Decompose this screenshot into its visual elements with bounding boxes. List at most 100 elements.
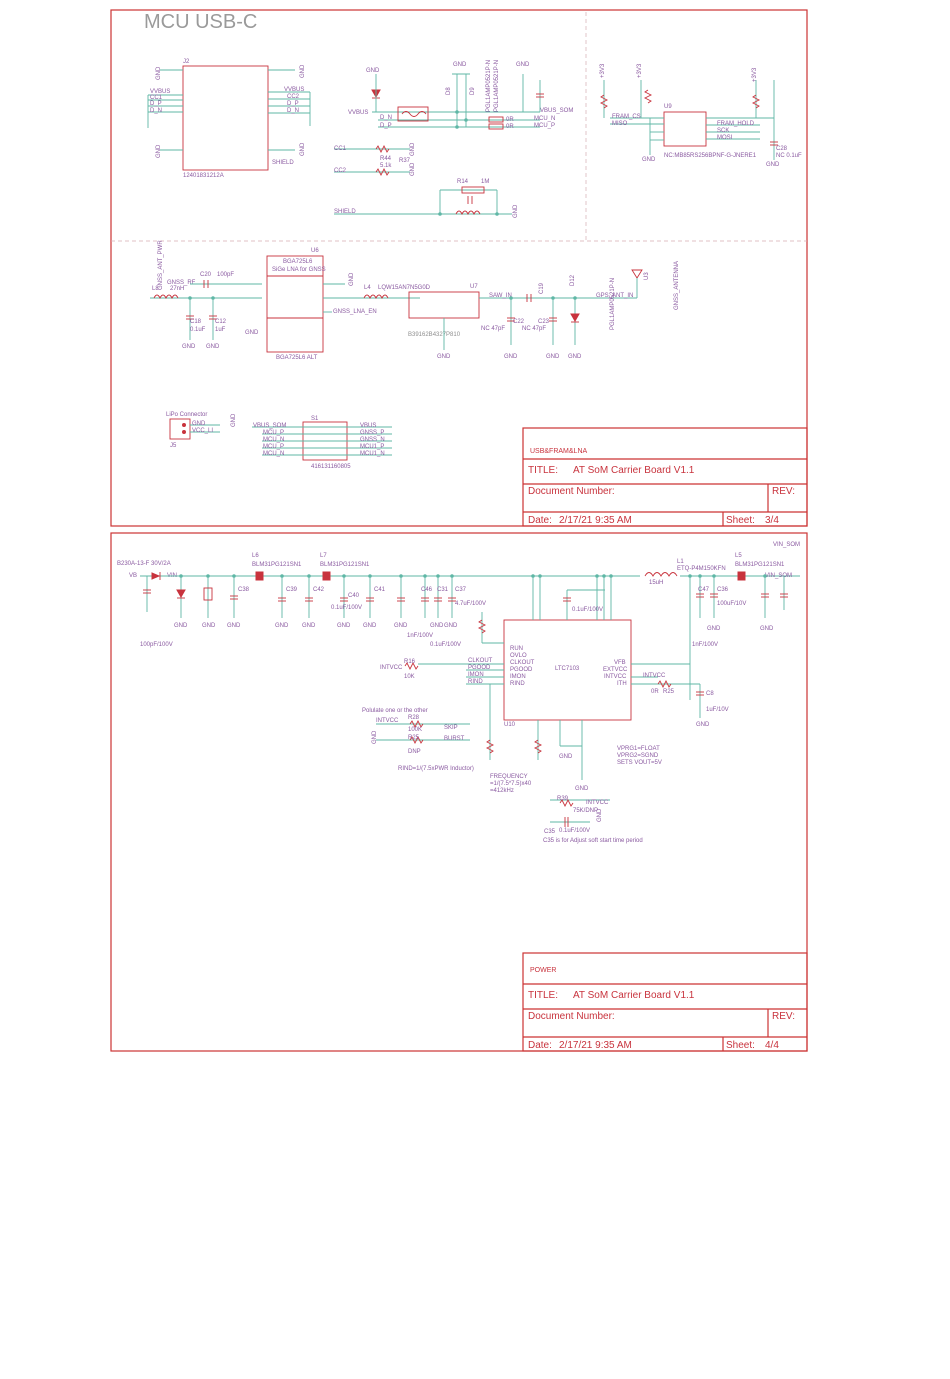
r25-val: DNP <box>408 749 421 755</box>
sheet-power: B230A-13-F 30V/2A VB VIN C38 100pF/100V … <box>110 532 808 1052</box>
net-rind: RIND <box>468 679 483 685</box>
s1-part: 416131160805 <box>311 464 351 470</box>
note-vprg2: VPRG2=SGND <box>617 753 659 759</box>
gnd-j5: GND <box>192 421 206 427</box>
lipo-and-switch: LiPo Connector GND VCC_LI J5 GND S1 4161… <box>166 412 392 470</box>
net-gnss-rf: GNSS_RF <box>167 280 196 286</box>
net-dp-j2-right: D_P <box>287 101 299 107</box>
j5-ref: J5 <box>170 443 177 449</box>
net-vvbus-j2-right: VVBUS <box>284 87 304 93</box>
net-dp-j2: D_P <box>150 101 162 107</box>
tb2-title-label: TITLE: <box>528 990 558 1001</box>
gnd-shield: GND <box>513 204 519 218</box>
gnd-c22: GND <box>504 354 518 360</box>
gnd-c36: GND <box>707 626 721 632</box>
c20-val: 100pF <box>217 272 234 278</box>
c36-val: 100uF/10V <box>717 601 746 607</box>
u7-ref: U7 <box>470 284 478 290</box>
net-cc1: CC1 <box>334 146 347 152</box>
v3v3-a: +3V3 <box>600 63 606 78</box>
r-0r-out: 0R <box>651 689 659 695</box>
note-sets-vout: SETS VOUT=5V <box>617 760 662 766</box>
c-boost-val: 0.1uF/100V <box>572 607 603 613</box>
tb1-doc-label: Document Number: <box>528 486 615 497</box>
gnd-c35: GND <box>597 808 603 822</box>
net-dn-j2-right: D_N <box>287 108 299 114</box>
tb1-sheet-label: Sheet: <box>726 515 755 526</box>
c38-ref: C38 <box>238 587 250 593</box>
pin-ith: ITH <box>617 681 627 687</box>
net-gnss-ant-pwr: GNSS_ANT_PWR <box>158 240 164 290</box>
usb-esd-block: VVBUS D_N D_P VBUS_SOM MCU_N MCU_P 0R 0R… <box>348 60 573 130</box>
gnd-c8: GND <box>696 722 710 728</box>
gnd-c42: GND <box>302 623 316 629</box>
gnd-j5b: GND <box>231 413 237 427</box>
gnd-u10-b: GND <box>575 786 589 792</box>
j2-part: 12401831212A <box>183 173 224 179</box>
u6-ref: U6 <box>311 248 319 254</box>
tb2-title: AT SoM Carrier Board V1.1 <box>573 990 695 1001</box>
d12-ref: D12 <box>570 274 576 286</box>
r-0r-a: 0R <box>506 117 514 123</box>
l7-ref: L7 <box>320 553 327 559</box>
c-100pf: 100pF/100V <box>140 642 173 648</box>
r25-ref: R25 <box>408 735 420 741</box>
gnd-r25: GND <box>372 730 378 744</box>
gnd-j2-b: GND <box>300 64 306 78</box>
tb2-sheet: 4/4 <box>765 1040 779 1051</box>
tb2-rev-label: REV: <box>772 1011 795 1022</box>
u3-ref: U3 <box>644 272 650 280</box>
note-frequency: FREQUENCY <box>490 774 528 780</box>
net-vin-som-b: VIN_SOM <box>765 573 792 579</box>
r14-ref: R14 <box>457 179 469 185</box>
c22-ref: C22 <box>513 319 525 325</box>
gnd-esd-top: GND <box>453 62 467 68</box>
net-mosi: MOSI <box>717 135 733 141</box>
gnd-c39: GND <box>275 623 289 629</box>
l8-val: 27nH <box>170 286 184 292</box>
tb2-section: POWER <box>530 967 556 974</box>
r37-ref: R37 <box>399 158 411 164</box>
gnd-c23: GND <box>546 354 560 360</box>
gnss-lna-chain: GNSS_ANT_PWR L8 27nH GNSS_RF C20 100pF C… <box>150 240 680 361</box>
u6-part: BGA725L6 ALT <box>276 355 318 361</box>
c8-val: 1uF/10V <box>706 707 729 713</box>
c23-ref: C23 <box>538 319 550 325</box>
l8-ref: L8 <box>152 286 159 292</box>
u7-part: B39162B4327P810 <box>408 332 461 338</box>
s1-mcu-p: MCU_P <box>263 430 284 436</box>
c40-ref: C40 <box>348 593 360 599</box>
c8-ref: C8 <box>706 691 714 697</box>
u6-line2: SiGe LNA for GNSS <box>272 267 326 273</box>
d8-ref: D8 <box>446 87 452 95</box>
v3v3-c: +3V3 <box>752 67 758 82</box>
pin-vfb: VFB <box>614 660 626 666</box>
usb-c-connector-j2: J2 12401831212A SHIELD VVBUS CC1 D_P D_N… <box>147 59 311 179</box>
input-capacitors: C39 C42 C40 0.1uF/100V C41 C46 C31 C37 4… <box>275 574 486 648</box>
sheet1-heading: MCU USB-C <box>144 11 257 33</box>
gnd-c-out: GND <box>760 626 774 632</box>
pin-ovlo: OVLO <box>510 653 527 659</box>
gnd-u6-right: GND <box>349 272 355 286</box>
title-block-sheet1: USB&FRAM&LNA TITLE: AT SoM Carrier Board… <box>522 427 808 527</box>
gnd-r44: GND <box>410 142 416 156</box>
net-vin-som: VIN_SOM <box>773 542 800 548</box>
ferrites-input: L6 BLM31PG121SN1 L7 BLM31PG121SN1 <box>252 553 370 581</box>
net-intvcc-r16: INTVCC <box>380 665 403 671</box>
gnd-u9: GND <box>642 157 656 163</box>
net-clkout: CLKOUT <box>468 658 493 664</box>
gnd-c40: GND <box>337 623 351 629</box>
net-vbus-som: VBUS_SOM <box>540 108 573 114</box>
pin-intvcc: INTVCC <box>604 674 627 680</box>
d8-part: PGL1AMP0521P-N <box>486 60 492 112</box>
j2-shield: SHIELD <box>272 160 294 166</box>
r28-val: 100K <box>408 727 422 733</box>
gnd-d12: GND <box>568 354 582 360</box>
gnd-c12: GND <box>206 344 220 350</box>
c31-ref: C31 <box>437 587 449 593</box>
net-dn-esd: D_N <box>380 115 392 121</box>
cc-resistors: CC1 CC2 R44 5.1k R37 GND GND <box>334 142 416 177</box>
pin-imon: IMON <box>510 674 526 680</box>
net-vcc-li: VCC_LI <box>192 428 213 434</box>
